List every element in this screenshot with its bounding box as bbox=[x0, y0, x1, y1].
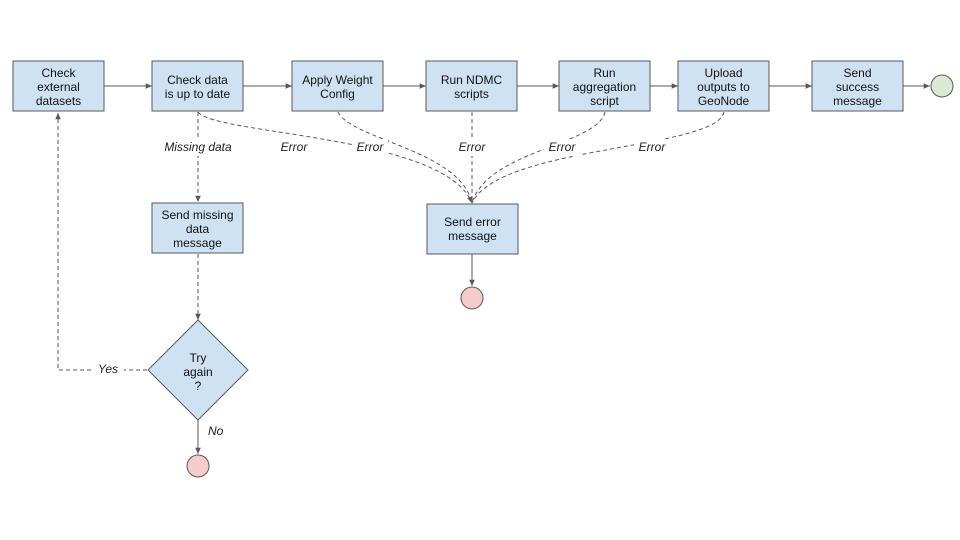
label-error: Error bbox=[357, 140, 385, 154]
node-label-line: aggregation bbox=[573, 80, 636, 94]
node-label-line: ? bbox=[195, 379, 202, 393]
edge-error-run-aggregation bbox=[471, 111, 606, 204]
label-error: Error bbox=[459, 140, 487, 154]
edge-try-again-yes bbox=[55, 113, 147, 371]
label-error: Error bbox=[639, 140, 667, 154]
node-label-line: external bbox=[37, 80, 80, 94]
edge-error-upload bbox=[471, 111, 725, 204]
label-error: Error bbox=[281, 140, 309, 154]
end-error-circle bbox=[460, 286, 484, 310]
node-label-line: Send bbox=[843, 66, 871, 80]
node-label-line: Upload bbox=[704, 66, 742, 80]
node-label-line: is up to date bbox=[165, 87, 231, 101]
node-label-line: Config bbox=[320, 87, 355, 101]
node-label-line: scripts bbox=[454, 87, 489, 101]
node-label-line: GeoNode bbox=[698, 94, 750, 108]
node-label-line: Try bbox=[190, 351, 207, 365]
node-label-line: message bbox=[448, 229, 497, 243]
edge-error-apply-weight bbox=[337, 111, 473, 204]
main-flow-edges bbox=[104, 83, 930, 454]
node-label-line: Apply Weight bbox=[302, 73, 373, 87]
node-label-line: Send error bbox=[444, 215, 501, 229]
edge-labels: Missing data Error Error Error Error Err… bbox=[92, 139, 670, 438]
label-no: No bbox=[208, 424, 224, 438]
edge-error-check-data bbox=[197, 111, 473, 204]
node-label-line: message bbox=[173, 236, 222, 250]
label-missing-data: Missing data bbox=[164, 140, 232, 154]
node-label-line: again bbox=[183, 365, 212, 379]
end-no-retry-circle bbox=[186, 454, 210, 478]
node-label-line: datasets bbox=[36, 94, 81, 108]
label-yes: Yes bbox=[98, 362, 118, 376]
node-label-line: success bbox=[836, 80, 879, 94]
node-label-line: Run bbox=[593, 66, 615, 80]
end-success-circle bbox=[930, 74, 954, 98]
node-label-line: Run NDMC bbox=[441, 73, 503, 87]
node-label-line: Check bbox=[41, 66, 76, 80]
node-label-line: data bbox=[186, 222, 210, 236]
node-label-line: Check data bbox=[167, 73, 228, 87]
label-error: Error bbox=[549, 140, 577, 154]
node-label-line: script bbox=[590, 94, 619, 108]
node-label-line: outputs to bbox=[697, 80, 750, 94]
node-label-line: Send missing bbox=[161, 208, 233, 222]
node-label-line: message bbox=[833, 94, 882, 108]
